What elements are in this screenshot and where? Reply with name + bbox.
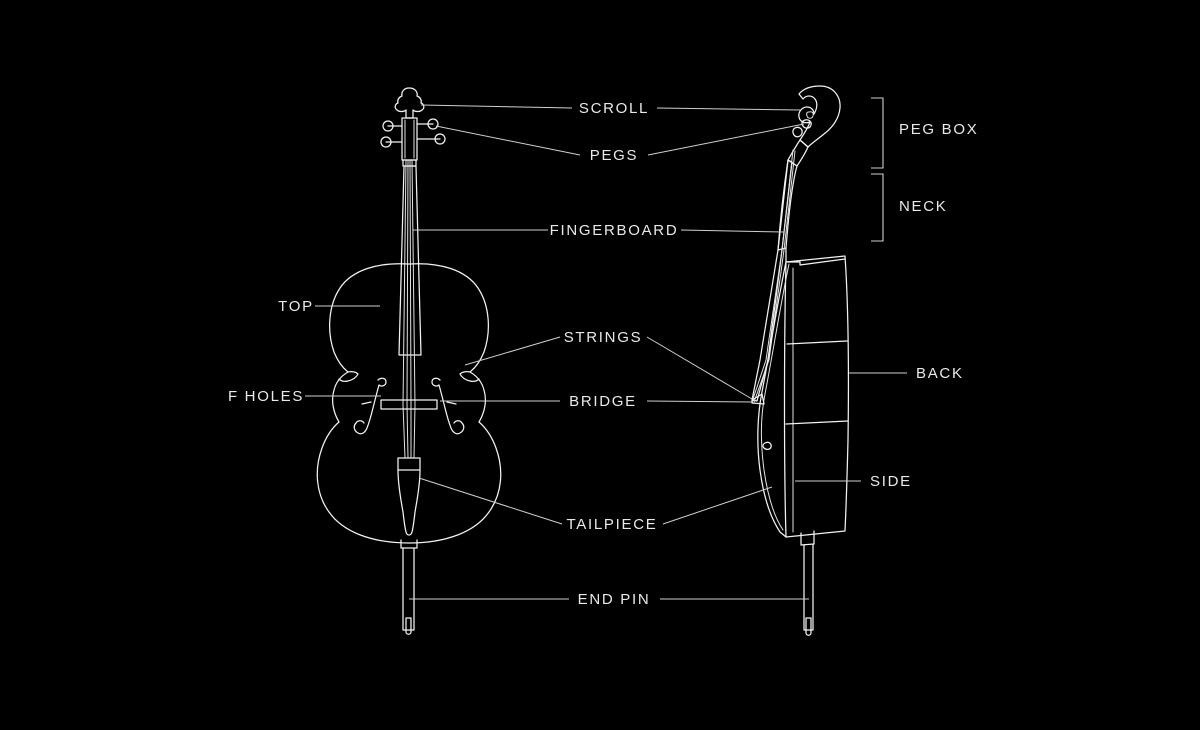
- front-peg-box: [401, 117, 418, 161]
- front-f-holes: [353, 377, 465, 435]
- label-neck: NECK: [899, 198, 947, 215]
- side-body-detail: [762, 441, 772, 450]
- brackets: [871, 97, 884, 242]
- front-tailpiece: [397, 457, 421, 536]
- label-f-holes: F HOLES: [228, 388, 304, 405]
- front-strings: [402, 159, 416, 459]
- labels: SCROLL PEGS FINGERBOARD TOP STRINGS F HO…: [228, 100, 978, 608]
- peg-box-bracket: [871, 97, 884, 169]
- leader-tailpiece-right: [662, 486, 773, 525]
- leader-tailpiece-left: [418, 477, 563, 525]
- leader-scroll-right: [656, 107, 801, 111]
- leader-strings-left: [464, 336, 561, 366]
- front-body-outline: [316, 263, 502, 544]
- leader-scroll-left: [420, 104, 573, 109]
- label-tailpiece: TAILPIECE: [567, 516, 658, 533]
- label-side: SIDE: [870, 473, 912, 490]
- leader-fingerboard-right: [680, 229, 785, 233]
- front-bridge: [380, 399, 438, 410]
- leader-pegs-right: [647, 123, 805, 156]
- front-pegs: [380, 118, 446, 148]
- leader-pegs-left: [435, 125, 581, 156]
- front-end-pin: [400, 539, 418, 635]
- side-scroll: [798, 85, 841, 148]
- label-bridge: BRIDGE: [569, 393, 637, 410]
- side-body: [783, 255, 849, 538]
- side-end-pin: [800, 530, 815, 636]
- label-back: BACK: [916, 365, 964, 382]
- side-strings: [751, 149, 796, 403]
- label-end-pin: END PIN: [578, 591, 651, 608]
- front-view: [316, 87, 502, 635]
- side-top-edge: [757, 261, 790, 538]
- label-fingerboard: FINGERBOARD: [550, 222, 679, 239]
- leader-lines: [305, 104, 907, 600]
- label-scroll: SCROLL: [579, 100, 649, 117]
- leader-strings-right: [646, 336, 753, 400]
- leader-bridge-right: [646, 400, 754, 403]
- neck-bracket: [871, 173, 884, 242]
- label-top: TOP: [278, 298, 314, 315]
- side-view: [751, 85, 849, 636]
- label-peg-box: PEG BOX: [899, 121, 978, 138]
- label-pegs: PEGS: [590, 147, 638, 164]
- label-strings: STRINGS: [564, 329, 643, 346]
